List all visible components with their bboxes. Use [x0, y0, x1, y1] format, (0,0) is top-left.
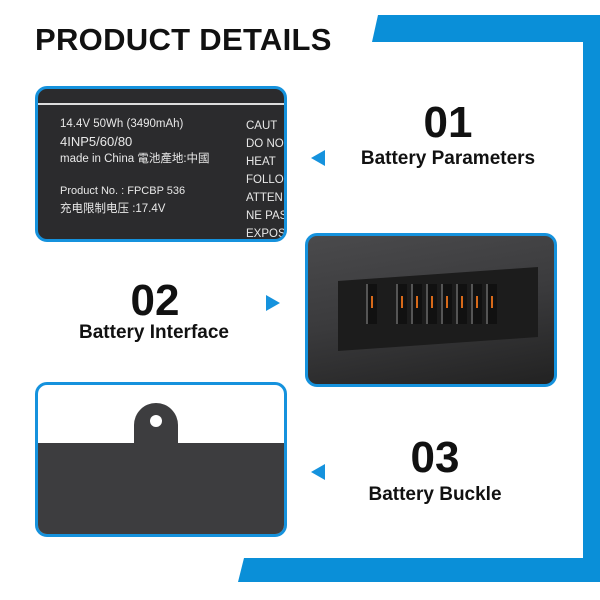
connector-pin — [396, 284, 407, 324]
warning-line: HEAT — [246, 156, 276, 168]
buckle-hole — [150, 415, 162, 427]
connector-pin — [441, 284, 452, 324]
battery-body — [38, 443, 284, 534]
connector-pin — [411, 284, 422, 324]
blue-frame-bottom — [238, 558, 600, 582]
label-line: 14.4V 50Wh (3490mAh) — [60, 118, 184, 130]
connector-pin — [366, 284, 377, 324]
label-line: Product No. : FPCBP 536 — [60, 185, 186, 197]
divider — [38, 103, 284, 105]
connector-pin — [486, 284, 497, 324]
warning-line: DO NO — [246, 138, 284, 150]
feature-caption: Battery Interface — [79, 322, 229, 343]
warning-line: EXPOS — [246, 228, 286, 240]
label-line: 4INP5/60/80 — [60, 134, 133, 149]
warning-line: NE PAS — [246, 210, 287, 222]
blue-frame-right — [583, 15, 600, 582]
warning-line: ATTEN — [246, 192, 283, 204]
connector-pin — [471, 284, 482, 324]
warning-line: CAUT — [246, 120, 278, 132]
label-line: 充电限制电压 :17.4V — [60, 203, 166, 215]
arrow-left-icon — [311, 464, 325, 480]
blue-frame-top — [372, 15, 600, 42]
connector-pin — [456, 284, 467, 324]
page-title: PRODUCT DETAILS — [35, 22, 332, 57]
feature-number: 03 — [410, 433, 460, 482]
arrow-left-icon — [311, 150, 325, 166]
battery-label-photo: 14.4V 50Wh (3490mAh) 4INP5/60/80 made in… — [35, 86, 287, 242]
battery-buckle-photo — [35, 382, 287, 537]
warning-line: FOLLO — [246, 174, 284, 186]
label-line: made in China 電池產地:中國 — [60, 153, 210, 165]
arrow-right-icon — [266, 295, 280, 311]
feature-caption: Battery Buckle — [368, 484, 502, 505]
feature-number: 01 — [423, 98, 473, 147]
feature-caption: Battery Parameters — [360, 148, 536, 169]
feature-number: 02 — [130, 276, 180, 325]
battery-interface-photo — [305, 233, 557, 387]
connector-pin — [426, 284, 437, 324]
